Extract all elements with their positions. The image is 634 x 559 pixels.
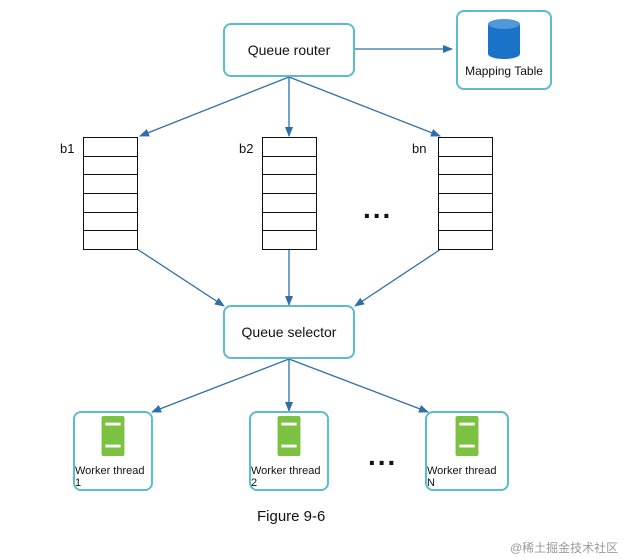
worker-thread-1-box: Worker thread 1 — [73, 411, 153, 491]
queue-slot — [83, 155, 138, 176]
queue-b2-label: b2 — [239, 141, 254, 156]
database-icon — [488, 19, 520, 59]
queue-bn-label: bn — [412, 141, 427, 156]
queue-router-label: Queue router — [247, 42, 331, 58]
queue-slot — [83, 174, 138, 195]
mapping-table-label: Mapping Table — [465, 64, 543, 78]
arrow-router-to-b1 — [139, 76, 290, 137]
mapping-table-box: Mapping Table — [456, 10, 552, 90]
server-icon — [455, 415, 479, 457]
queue-slot — [438, 211, 493, 232]
queue-slot — [262, 174, 317, 195]
queue-slot — [83, 193, 138, 214]
worker-ellipsis: ... — [368, 440, 398, 471]
server-icon — [101, 415, 125, 457]
queue-slot — [83, 230, 138, 251]
worker-thread-1-label: Worker thread 1 — [75, 465, 145, 489]
queue-router-box: Queue router — [223, 23, 355, 77]
worker-thread-n-label: Worker thread N — [427, 465, 497, 489]
queue-slot — [83, 137, 138, 158]
queue-b1 — [83, 137, 138, 251]
worker-thread-n-box: Worker thread N — [425, 411, 509, 491]
queue-slot — [262, 211, 317, 232]
queue-b1-label: b1 — [60, 141, 75, 156]
queue-bn — [438, 137, 493, 251]
worker-thread-2-label: Worker thread 2 — [251, 465, 321, 489]
queue-slot — [262, 155, 317, 176]
queue-ellipsis: ... — [363, 193, 393, 224]
queue-slot — [438, 230, 493, 251]
arrow-selector-to-worker-n — [288, 358, 429, 413]
arrow-b1-to-selector — [136, 248, 225, 307]
queue-slot — [83, 211, 138, 232]
queue-slot — [262, 137, 317, 158]
server-icon — [277, 415, 301, 457]
arrow-bn-to-selector — [354, 248, 442, 307]
queue-slot — [262, 193, 317, 214]
arrow-selector-to-worker-1 — [151, 358, 290, 413]
worker-thread-2-box: Worker thread 2 — [249, 411, 329, 491]
queue-slot — [438, 174, 493, 195]
queue-slot — [438, 193, 493, 214]
queue-slot — [438, 137, 493, 158]
queue-selector-label: Queue selector — [241, 324, 337, 340]
queue-slot — [262, 230, 317, 251]
figure-caption: Figure 9-6 — [257, 508, 326, 525]
arrow-router-to-bn — [288, 76, 441, 137]
queue-b2 — [262, 137, 317, 251]
queue-selector-box: Queue selector — [223, 305, 355, 359]
queue-slot — [438, 155, 493, 176]
watermark: @稀土掘金技术社区 — [510, 541, 619, 555]
